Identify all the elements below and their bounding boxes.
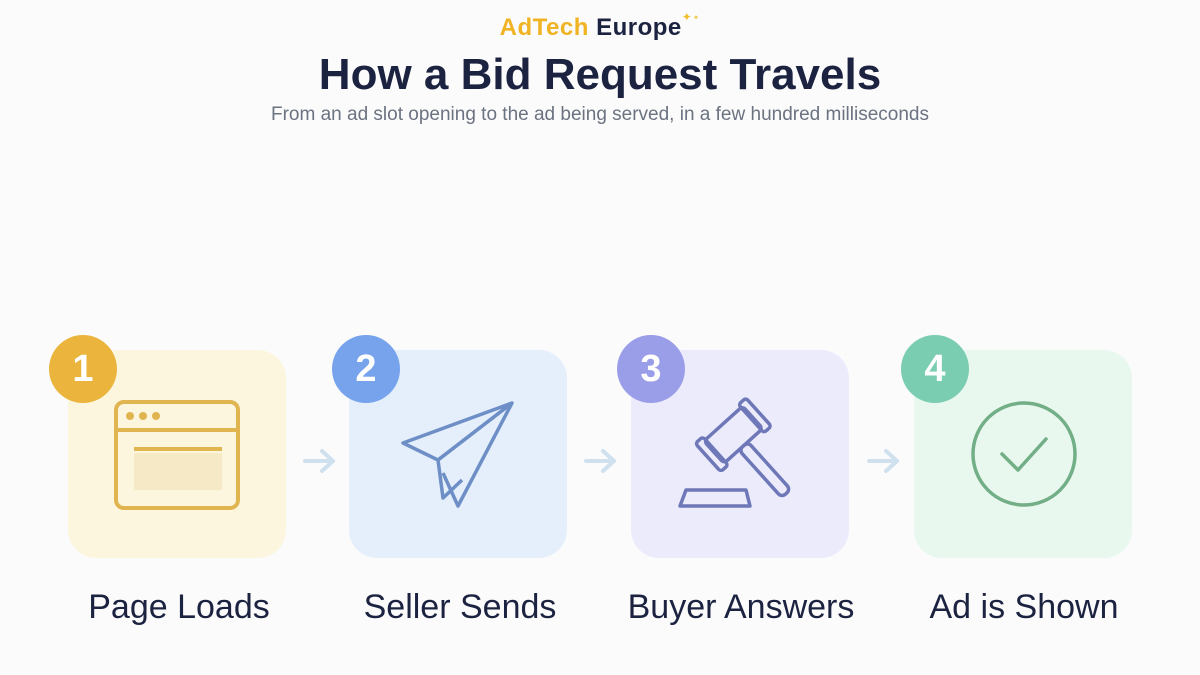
page-title: How a Bid Request Travels: [318, 50, 882, 99]
arrow-right-icon: [867, 449, 899, 473]
browser-window-icon: [114, 400, 240, 510]
step-4-label: Ad is Shown: [929, 588, 1119, 626]
page-subtitle: From an ad slot opening to the ad being …: [270, 104, 929, 125]
brand-logo: AdTech Europe✦⋆: [0, 10, 1200, 42]
logo-text-europe: Europe: [596, 14, 682, 41]
logo-text-adtech: AdTech: [499, 14, 589, 41]
step-2-label: Seller Sends: [363, 588, 557, 626]
step-3-label: Buyer Answers: [627, 588, 855, 626]
arrow-right-icon: [303, 449, 335, 473]
step-1-label: Page Loads: [88, 588, 270, 626]
checkmark-circle-icon: [971, 401, 1077, 507]
step-2-badge: 2: [332, 335, 400, 403]
step-1-badge: 1: [49, 335, 117, 403]
auction-gavel-icon: [678, 397, 791, 508]
paper-plane-icon: [401, 401, 514, 508]
arrow-right-icon: [584, 449, 616, 473]
step-3-badge: 3: [617, 335, 685, 403]
logo-stars-icon: ✦⋆: [681, 10, 701, 24]
step-4-badge: 4: [901, 335, 969, 403]
